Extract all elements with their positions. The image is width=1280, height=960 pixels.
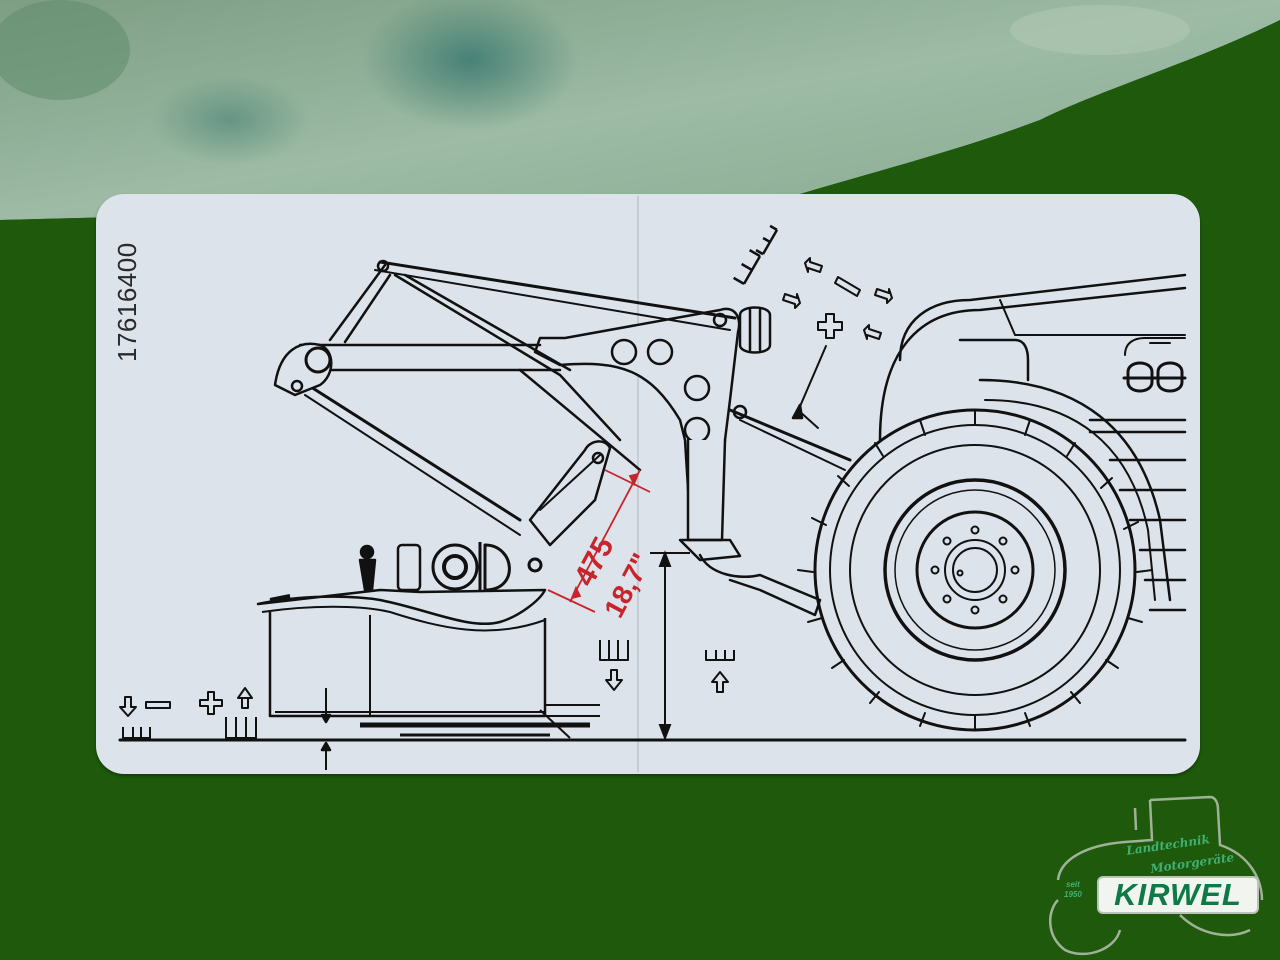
minus-icon	[834, 276, 861, 297]
logo-since: seit 1950	[1064, 880, 1082, 900]
arrow-up-left-icon	[804, 257, 823, 273]
fork-icon	[599, 640, 629, 661]
arrow-down-right-icon	[874, 288, 893, 304]
arrow-down-icon	[119, 696, 137, 717]
arrow-up-icon	[711, 671, 729, 693]
wide-fork-icon	[732, 249, 762, 285]
wide-fork-icon	[755, 224, 779, 256]
fork-icon	[225, 717, 257, 739]
technical-decal: 17616400 475 18,7"	[96, 194, 1200, 774]
fork-icon	[122, 727, 151, 739]
minus-icon	[145, 701, 171, 709]
arrow-down-icon	[605, 669, 623, 691]
arrow-up-left-icon	[863, 324, 882, 340]
tractor-outline-logo-icon	[1048, 795, 1264, 956]
logo-since-year: 1950	[1064, 890, 1082, 899]
loader-diagram	[118, 195, 1187, 773]
plus-icon	[199, 691, 223, 715]
arrow-up-icon	[237, 687, 253, 709]
logo-since-label: seit	[1066, 880, 1080, 889]
plus-icon	[817, 313, 843, 339]
logo-brand: KIRWEL	[1097, 876, 1259, 914]
part-number: 17616400	[112, 242, 142, 362]
fork-icon	[705, 650, 735, 661]
arrow-down-right-icon	[782, 293, 801, 309]
